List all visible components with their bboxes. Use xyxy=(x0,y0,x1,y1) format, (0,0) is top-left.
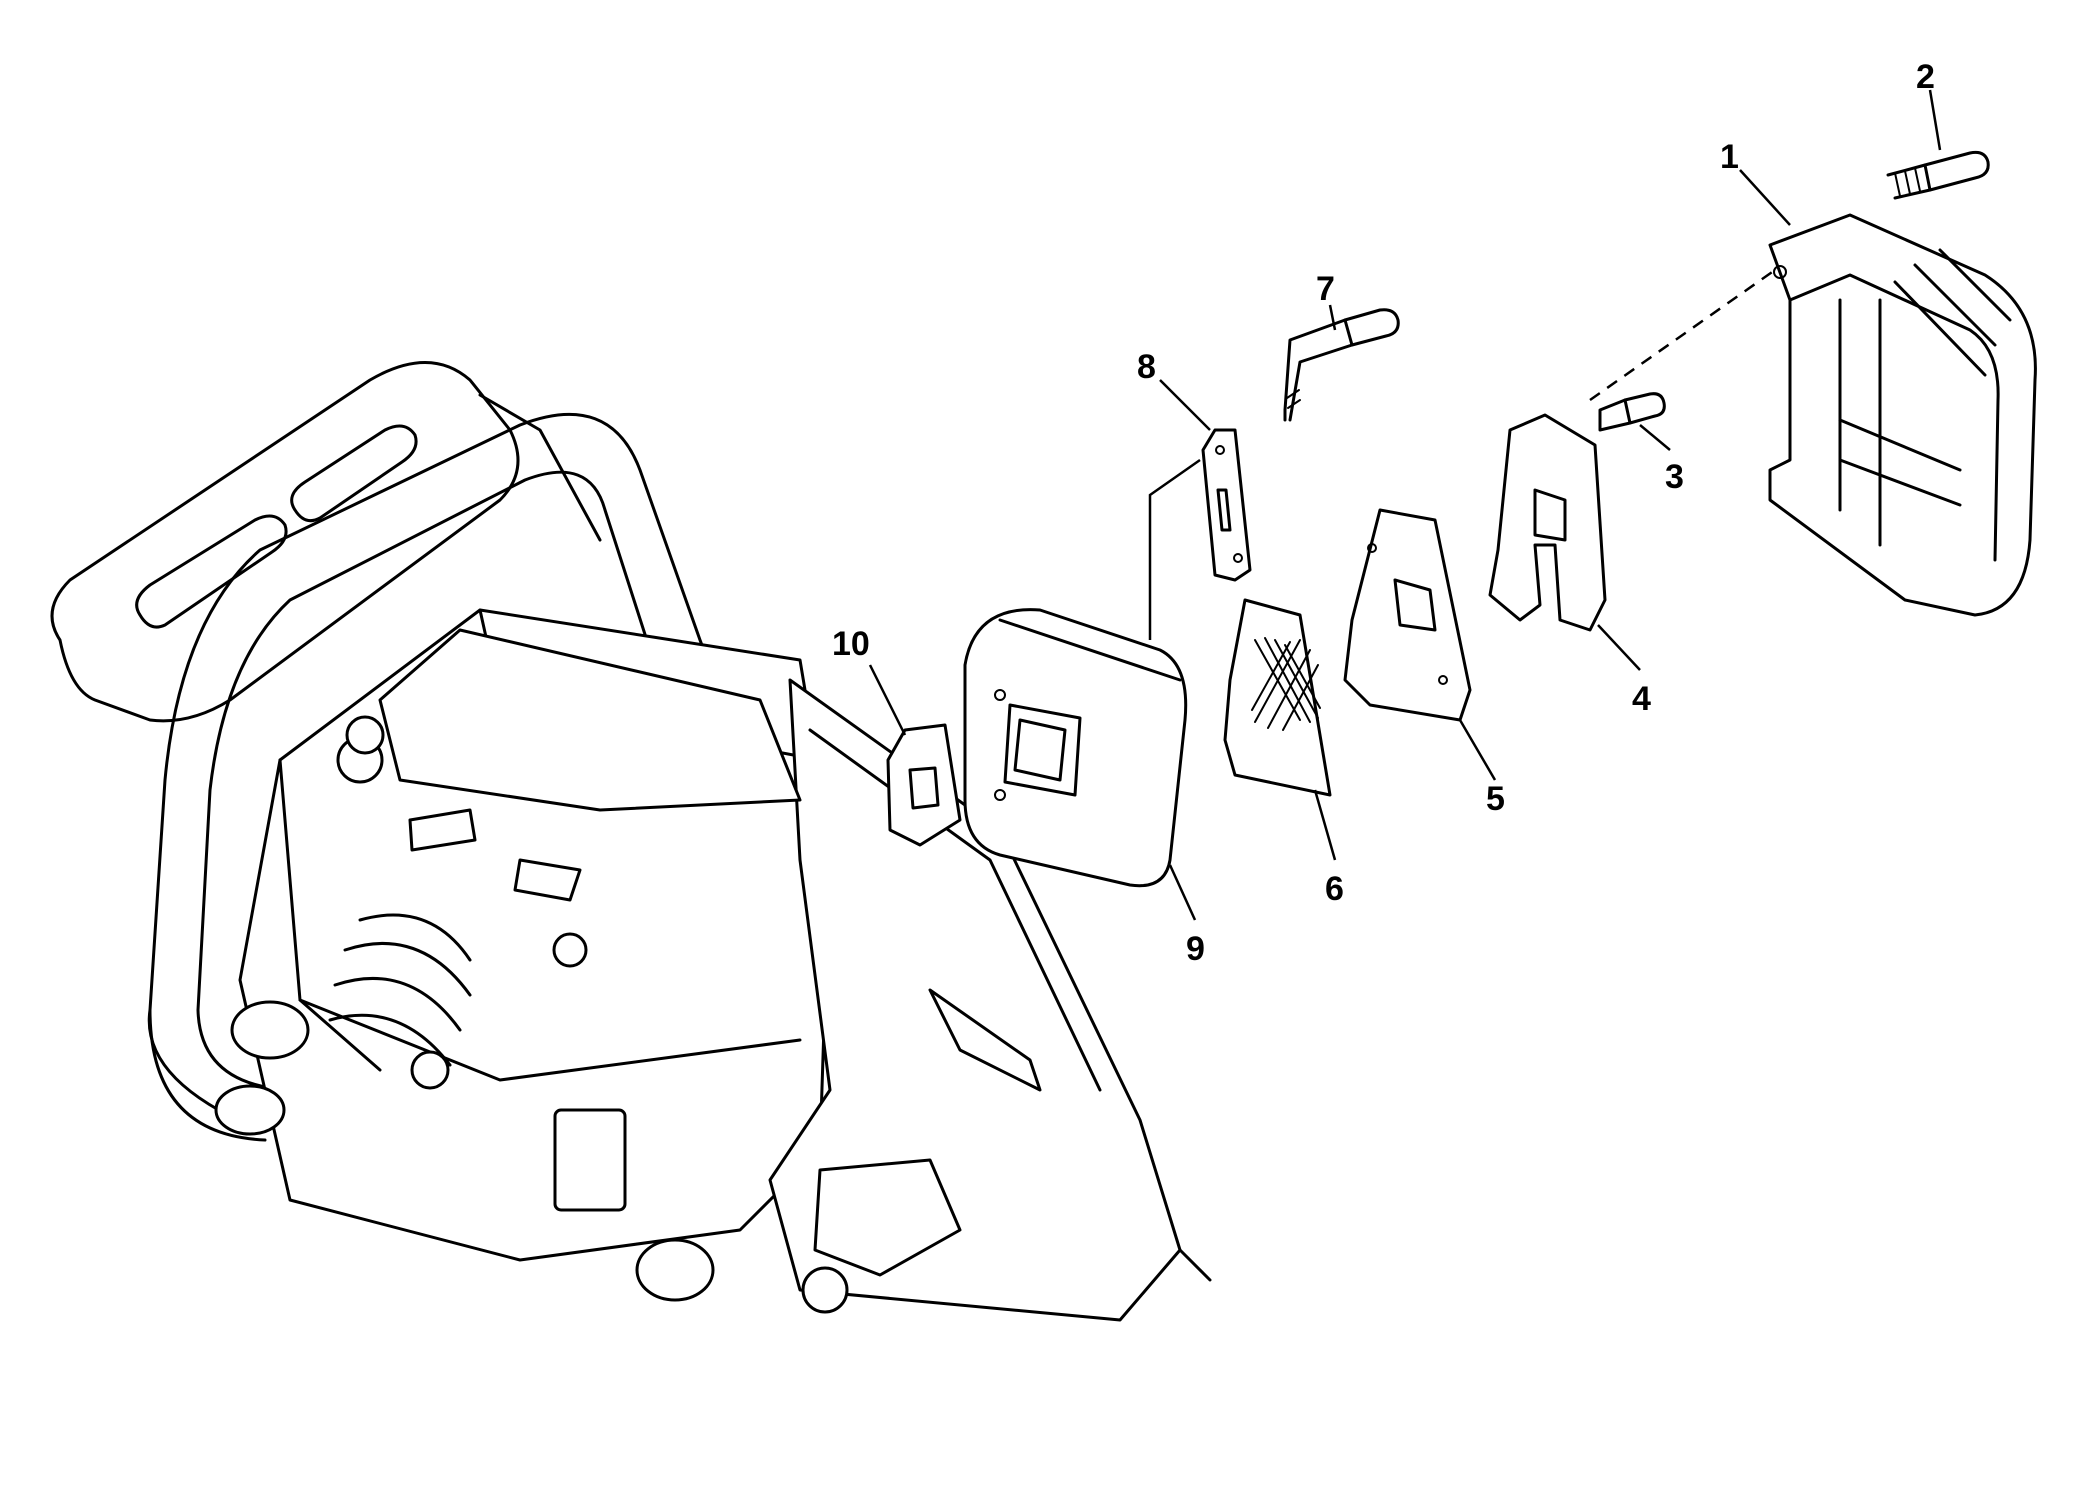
rear-handle xyxy=(50,361,602,723)
callout-4: 4 xyxy=(1632,680,1651,718)
side-cover xyxy=(768,678,1212,1322)
callout-2: 2 xyxy=(1916,58,1935,96)
callout-labels: 1 2 3 4 5 6 7 8 9 10 xyxy=(832,58,1935,968)
muffler-gasket-part xyxy=(886,723,962,847)
top-cover xyxy=(345,628,802,902)
callout-8: 8 xyxy=(1137,348,1156,386)
muffler-bracket-part xyxy=(1488,413,1607,632)
callout-9: 9 xyxy=(1186,930,1205,968)
chainsaw-powerhead xyxy=(50,361,1212,1322)
callout-1: 1 xyxy=(1720,138,1739,176)
callout-5: 5 xyxy=(1486,780,1505,818)
muffler-cover-part xyxy=(1768,213,2037,617)
muffler-plate-part xyxy=(1343,508,1472,722)
retainer-plate-part xyxy=(1201,428,1252,582)
callout-3: 3 xyxy=(1665,458,1684,496)
screw-part-2 xyxy=(1886,150,1990,200)
leader-lines xyxy=(868,89,1942,921)
screen-mesh xyxy=(1251,637,1321,731)
callout-10: 10 xyxy=(832,625,870,663)
screw-part-3 xyxy=(1598,392,1666,432)
muffler-body-part xyxy=(963,608,1188,888)
callout-7: 7 xyxy=(1316,270,1335,308)
assembly-dash-line xyxy=(1589,268,1776,402)
bolt-part-7 xyxy=(1283,308,1400,422)
spark-arrester-screen-part xyxy=(1223,598,1332,797)
callout-6: 6 xyxy=(1325,870,1344,908)
